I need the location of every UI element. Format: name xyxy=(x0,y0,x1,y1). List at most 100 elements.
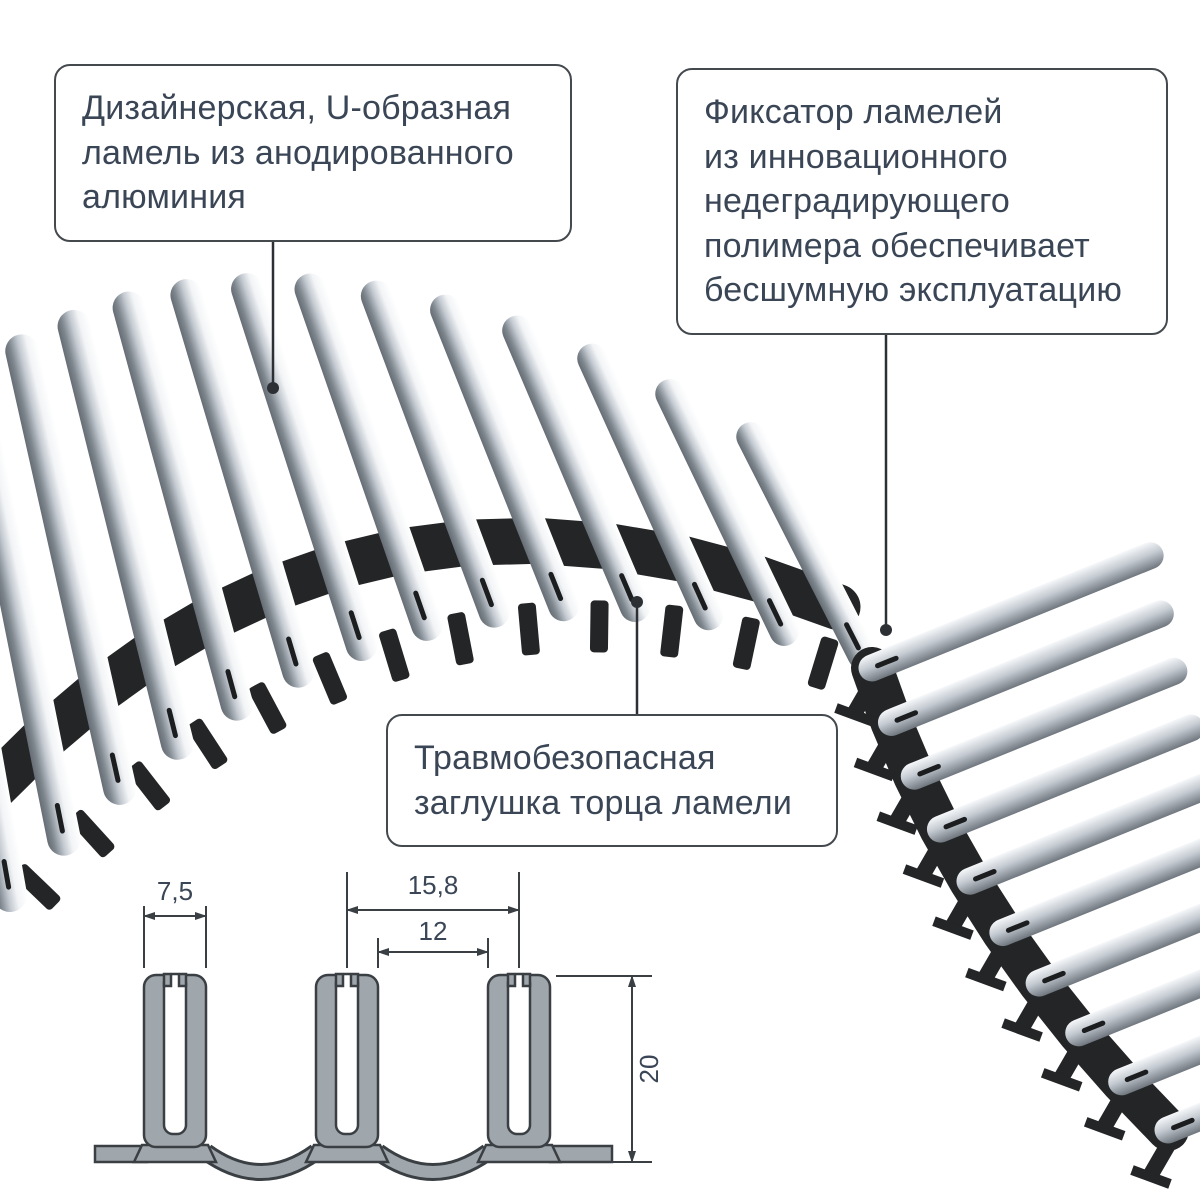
lamella-end-slot xyxy=(1,859,12,890)
callout-text-line: из инновационного xyxy=(704,137,1008,176)
lamella-fixator xyxy=(932,916,974,940)
lamella-fixator xyxy=(1083,1117,1126,1141)
belt-base xyxy=(93,1143,614,1181)
lamella-fixator xyxy=(379,628,410,682)
callout-text-line: алюминия xyxy=(82,178,247,217)
lamella xyxy=(502,315,651,623)
lamella-end-slot xyxy=(1081,1020,1106,1034)
lamella-fixator xyxy=(732,616,760,670)
callout-text-line: бесшумную эксплуатацию xyxy=(704,271,1123,310)
lamella xyxy=(956,773,1200,895)
callout-text-line: Дизайнерская, U-образная xyxy=(82,89,512,127)
dimension-inner-gap: 12 xyxy=(377,916,489,968)
dim-height-label: 20 xyxy=(634,1055,664,1084)
lamella-end-slot xyxy=(917,763,941,777)
lamella xyxy=(5,334,137,805)
lamella xyxy=(231,273,378,662)
lamella-end-slot xyxy=(286,636,299,667)
lamella xyxy=(989,838,1200,947)
lamella-fixator xyxy=(1096,1085,1133,1132)
lamella-fixator xyxy=(853,757,896,782)
leader-fixator xyxy=(880,330,892,636)
lamella xyxy=(655,379,799,646)
u-profile xyxy=(486,972,552,1149)
lamella-fixator xyxy=(1143,1133,1179,1181)
lamella xyxy=(1108,1035,1200,1096)
leader-lamella xyxy=(267,236,279,394)
lamella-end-slot xyxy=(894,710,919,723)
callout-text-line: недеградирующего xyxy=(704,182,1011,221)
dimension-pitch: 15,8 xyxy=(346,870,520,968)
callout-endcap: Травмобезопасная заглушка торца ламели xyxy=(386,714,838,848)
lamella-end-slot xyxy=(943,816,968,830)
lamella-fixator xyxy=(589,600,609,653)
lamella xyxy=(57,309,194,760)
lamella-fixator xyxy=(186,718,228,770)
lamella-end-slot xyxy=(413,590,427,621)
lamella xyxy=(0,433,81,856)
lamella-fixator xyxy=(1001,1018,1043,1042)
lamella xyxy=(112,291,254,721)
lamella-fixator xyxy=(915,833,952,880)
lamella-end-slot xyxy=(166,707,178,739)
callout-fixator: Фиксатор ламелей из инновационного недег… xyxy=(676,68,1168,335)
lamella xyxy=(170,279,315,688)
dim-inner-gap-label: 12 xyxy=(419,916,448,946)
lamella-fixator xyxy=(127,761,171,811)
lamella-end-slot xyxy=(348,610,362,641)
lamella xyxy=(430,294,579,622)
lamella-fixator xyxy=(876,811,919,835)
lamella-fixator xyxy=(1014,987,1051,1034)
polymer-belt xyxy=(851,647,1189,1151)
callout-text-line: Фиксатор ламелей xyxy=(704,93,1003,131)
lamella xyxy=(900,657,1188,790)
lamella xyxy=(736,422,877,670)
lamella-end-slot xyxy=(1042,970,1066,984)
lamella-end-slot xyxy=(225,669,238,700)
leader-dot xyxy=(267,382,279,394)
lamella-fixator xyxy=(977,936,1014,983)
leader-dot xyxy=(631,596,643,608)
callout-text-line: ламель из анодированного xyxy=(82,133,514,172)
lamella-fixator xyxy=(517,602,540,656)
u-profile xyxy=(142,972,208,1149)
lamella-fixator xyxy=(1040,1068,1083,1092)
callout-text-line: Травмобезопасная xyxy=(414,739,716,777)
lamella-end-slot xyxy=(973,868,997,882)
dimension-slat-width: 7,5 xyxy=(143,876,207,968)
lamella-end-slot xyxy=(844,622,861,651)
callout-text-line: полимера обеспечивает xyxy=(704,226,1090,265)
lamella-fixator xyxy=(660,604,684,658)
lamella-end-slot xyxy=(691,581,708,611)
lamella-fixator xyxy=(1130,1165,1172,1189)
dim-slat-width-label: 7,5 xyxy=(157,876,193,906)
lamella-end-slot xyxy=(1005,920,1030,933)
lamella-end-slot xyxy=(1124,1069,1149,1083)
leader-endcap xyxy=(631,596,643,716)
callout-text-line: заглушка торца ламели xyxy=(414,783,793,822)
lamella-fixator xyxy=(889,780,926,827)
lamella-end-slot xyxy=(54,803,65,834)
lamella-fixator xyxy=(945,885,981,932)
lamella xyxy=(360,280,510,628)
lamella xyxy=(926,714,1200,843)
lamella-fixator xyxy=(248,682,287,734)
lamella xyxy=(1025,903,1200,997)
lamella xyxy=(1065,969,1200,1047)
lamella-fixator xyxy=(13,864,61,910)
lamella-fixator xyxy=(312,652,348,705)
lamella-end-slot xyxy=(1171,1117,1195,1131)
lamella-fixator xyxy=(866,726,903,773)
lamella-fixator xyxy=(847,671,883,719)
lamella xyxy=(294,273,443,641)
lamella-end-slot xyxy=(479,577,494,608)
u-profile xyxy=(314,972,380,1149)
lamella xyxy=(577,343,724,631)
lamella-end-slot xyxy=(875,655,899,669)
lamella xyxy=(877,600,1174,736)
lamella-fixator xyxy=(807,636,839,690)
